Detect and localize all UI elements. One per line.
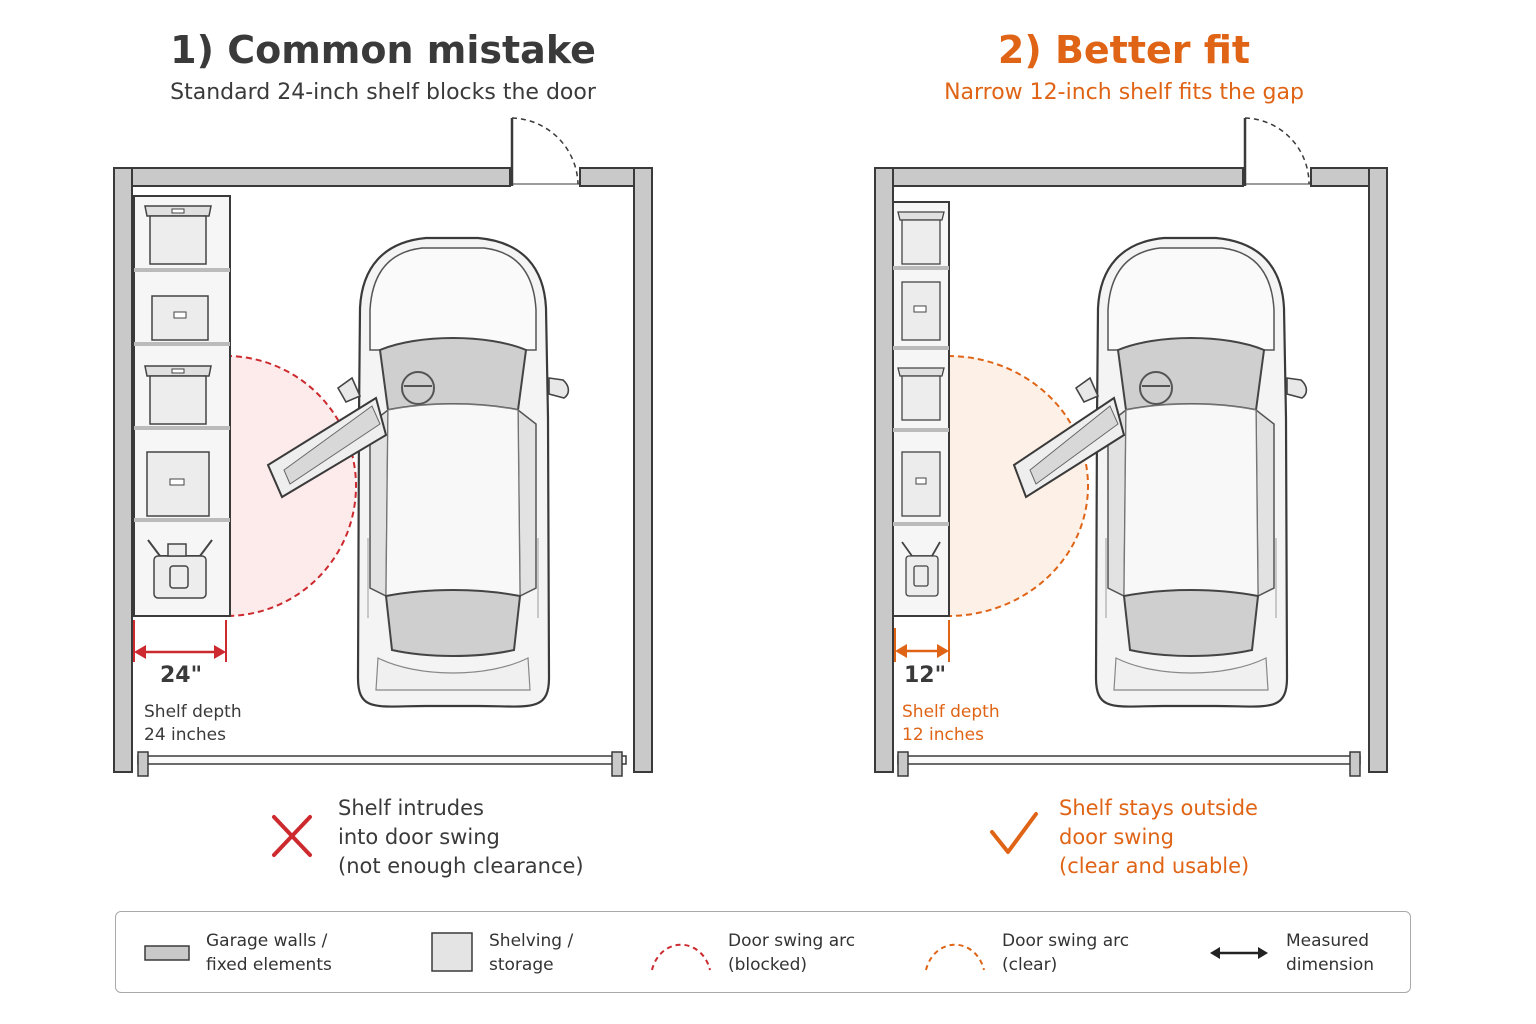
left-garage-floorplan (113, 117, 653, 857)
left-shelf-caption-line-2: 24 inches (144, 725, 226, 745)
left-shelf-caption: Shelf depth 24 inches (144, 701, 242, 747)
left-note-line-2: into door swing (338, 825, 500, 849)
legend-dimension-line-2: dimension (1286, 955, 1375, 975)
right-door-swing-arc-clear (948, 356, 1088, 616)
check-mark-icon (990, 812, 1038, 854)
legend-arc-clear-line-2: (clear) (1002, 955, 1058, 975)
legend-arc-blocked-line-1: Door swing arc (728, 931, 856, 951)
right-panel-title: 2) Better fit (997, 28, 1251, 72)
wall-swatch-icon (144, 945, 190, 961)
legend-shelving-line-1: Shelving / (489, 931, 574, 951)
left-panel-title: 1) Common mistake (170, 28, 596, 72)
shelving-swatch-icon (431, 932, 473, 972)
legend-arc-clear-line-1: Door swing arc (1002, 931, 1130, 951)
blocked-arc-icon (651, 943, 711, 971)
right-note-line-2: door swing (1059, 825, 1174, 849)
left-wall-left (113, 167, 133, 773)
left-wall-top-left (113, 167, 511, 187)
left-panel-subtitle: Standard 24-inch shelf blocks the door (170, 80, 596, 105)
left-dimension-label: 24" (160, 663, 203, 688)
right-garage-floorplan (874, 117, 1388, 854)
legend-walls-line-2: fixed elements (206, 955, 332, 975)
right-shelf-caption-line-2: 12 inches (902, 725, 984, 745)
right-wall-left (874, 167, 894, 773)
clear-arc-icon (925, 943, 985, 971)
left-note-line-1: Shelf intrudes (338, 796, 484, 820)
double-arrow-icon (1210, 947, 1268, 959)
right-shelving-unit (892, 201, 950, 617)
left-shelf-caption-line-1: Shelf depth (144, 702, 242, 722)
legend-dimension-line-1: Measured (1286, 931, 1370, 951)
right-dimension-label: 12" (904, 663, 947, 688)
left-shelving-unit (133, 195, 231, 617)
legend-walls-line-1: Garage walls / (206, 931, 328, 951)
legend-arc-blocked-line-2: (blocked) (728, 955, 808, 975)
x-mark-icon (272, 815, 312, 857)
left-status-note: Shelf intrudes into door swing (not enou… (338, 794, 584, 881)
legend-shelving-line-2: storage (489, 955, 554, 975)
right-wall-right (1368, 167, 1388, 773)
right-note-line-3: (clear and usable) (1059, 854, 1250, 878)
right-note-line-1: Shelf stays outside (1059, 796, 1258, 820)
right-wall-top-left (874, 167, 1244, 187)
legend: Garage walls / fixed elements Shelving /… (115, 911, 1411, 993)
right-shelf-caption-line-1: Shelf depth (902, 702, 1000, 722)
right-shelf-caption: Shelf depth 12 inches (902, 701, 1000, 747)
right-status-note: Shelf stays outside door swing (clear an… (1059, 794, 1258, 881)
left-note-line-3: (not enough clearance) (338, 854, 584, 878)
right-panel-subtitle: Narrow 12-inch shelf fits the gap (944, 80, 1304, 105)
left-wall-right (633, 167, 653, 773)
